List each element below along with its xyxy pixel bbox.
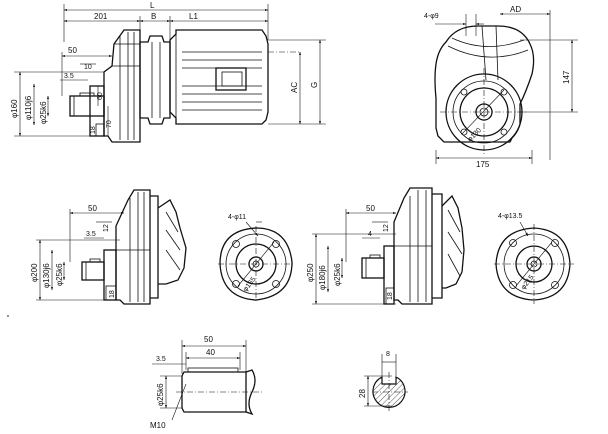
dim-4-phi9: 4-φ9	[424, 13, 439, 20]
dim-3-5: 3.5	[156, 356, 166, 363]
dim-L: L	[150, 1, 155, 10]
dim-50: 50	[88, 204, 97, 213]
svg-text:18: 18	[109, 290, 116, 298]
dim-12: 12	[383, 224, 390, 232]
dim-40: 40	[206, 348, 215, 357]
dim-18: 18	[90, 126, 97, 134]
dim-3-5: 3.5	[64, 73, 74, 80]
dim-phi160: φ160	[10, 99, 19, 118]
flange-variant-b-side-view: 50 12 4 φ250 φ180j6 φ25k6 18	[306, 187, 465, 305]
dim-4-phi11: 4-φ11	[228, 214, 246, 221]
dim-AD: AD	[510, 5, 521, 14]
dim-phi250: φ250	[306, 263, 315, 282]
dim-phi110j6: φ110j6	[24, 95, 33, 120]
flange-variant-a-end-view: 4-φ11 φ165	[218, 214, 294, 302]
dim-phi25k6: φ25k6	[156, 383, 165, 406]
flange-variant-b-end-view: 4-φ13.5 φ215	[494, 213, 574, 304]
dim-10: 10	[84, 64, 92, 71]
dim-4: 4	[368, 231, 372, 238]
dim-201: 201	[94, 12, 108, 21]
dim-phi180j6: φ180j6	[318, 265, 327, 290]
dim-AC: AC	[290, 82, 299, 93]
main-end-view: 4-φ9 AD 147 φ130 175	[424, 5, 578, 169]
dim-147: 147	[562, 70, 571, 84]
dim-phi25k6: φ25k6	[333, 263, 342, 286]
dim-3-5: 3.5	[86, 231, 96, 238]
main-side-view: L 201 B L1 50 10 3.5 φ160 φ110j6 φ25k6	[10, 1, 326, 143]
dim-70: 70	[106, 120, 113, 128]
svg-text:18: 18	[387, 292, 394, 300]
dim-phi25k6: φ25k6	[39, 101, 48, 124]
dim-B: B	[151, 12, 156, 21]
dim-50: 50	[204, 335, 213, 344]
dim-phi215: φ215	[520, 274, 536, 291]
dim-G: G	[310, 82, 319, 88]
dim-phi25k6: φ25k6	[55, 263, 64, 286]
dim-M10: M10	[150, 421, 166, 430]
dim-175: 175	[476, 160, 490, 169]
dim-8: 8	[386, 351, 390, 358]
shaft-detail: 50 40 3.5 φ25k6 M10	[150, 335, 262, 430]
dim-50: 50	[68, 46, 77, 55]
dim-50: 50	[366, 204, 375, 213]
key-section-view: 8 28	[358, 351, 408, 412]
dim-28: 28	[358, 389, 367, 398]
dim-4-phi13-5: 4-φ13.5	[498, 213, 522, 220]
dim-phi200: φ200	[30, 263, 39, 282]
flange-variant-a-side-view: 50 12 3.5 φ200 φ130j6 φ25k6 18	[30, 189, 187, 305]
dim-60: 60	[97, 92, 104, 100]
dim-L1: L1	[189, 12, 198, 21]
dim-12: 12	[103, 224, 110, 232]
dim-phi130j6: φ130j6	[42, 263, 51, 288]
